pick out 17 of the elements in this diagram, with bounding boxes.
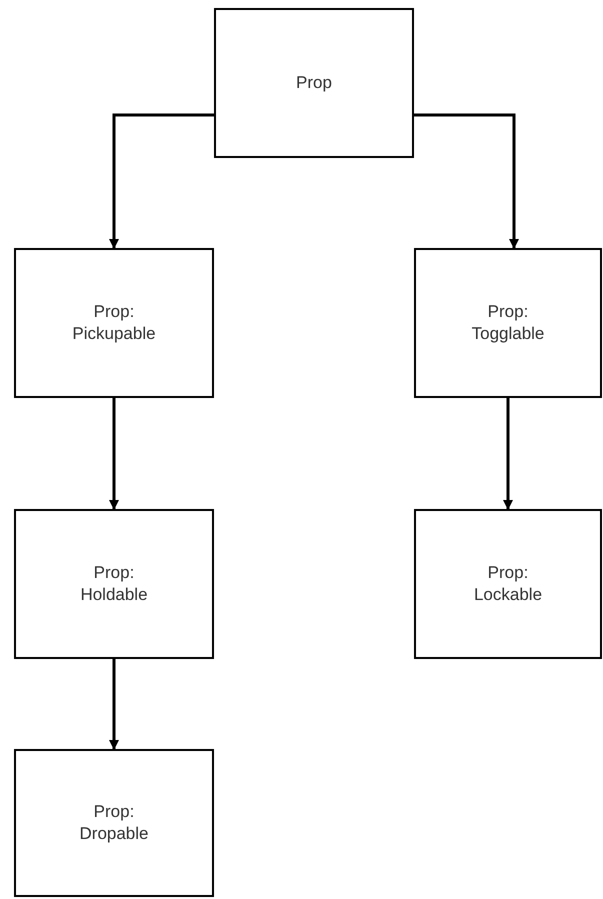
- process-box: [414, 248, 602, 398]
- process-box: [414, 509, 602, 659]
- process-box: [14, 749, 214, 897]
- box-label: Prop: Holdable: [79, 562, 149, 606]
- process-box: [14, 509, 214, 659]
- arrow: [414, 114, 519, 249]
- process-box: [14, 248, 214, 398]
- arrow: [109, 398, 119, 510]
- arrow: [503, 398, 513, 510]
- box-label: Prop: Pickupable: [71, 301, 157, 345]
- process-box: [214, 8, 414, 158]
- arrow: [109, 659, 119, 750]
- arrow: [109, 114, 214, 249]
- box-label: Prop: Lockable: [472, 562, 544, 606]
- box-label: Prop: Dropable: [78, 801, 150, 845]
- box-label: Prop: [295, 72, 333, 94]
- box-label: Prop: Togglable: [470, 301, 546, 345]
